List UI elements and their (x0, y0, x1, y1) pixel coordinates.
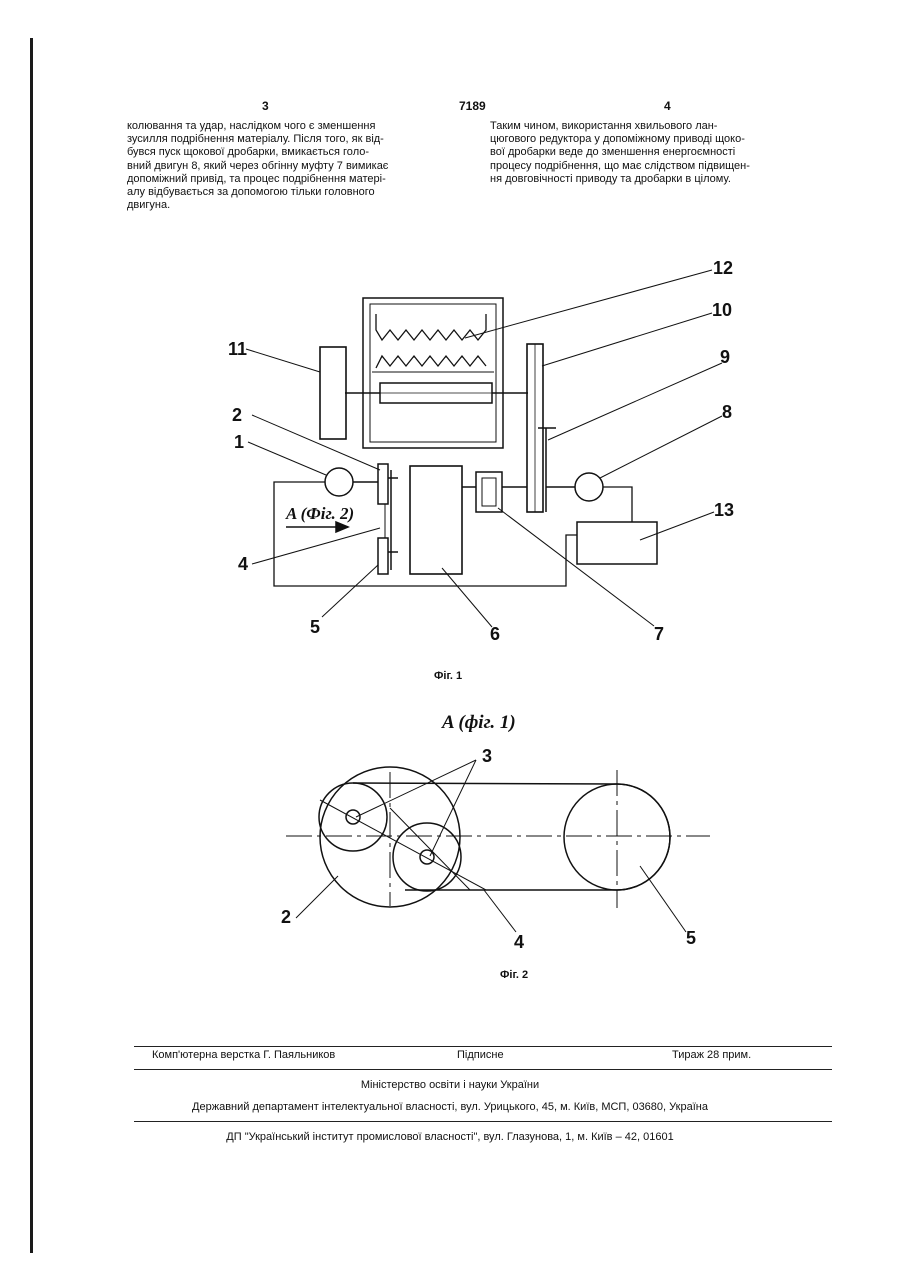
label-fig2-2: 2 (281, 907, 291, 927)
footer-rule-middle (134, 1069, 832, 1070)
view-arrow (336, 522, 348, 532)
label-1: 1 (234, 432, 244, 452)
footer-layout: Комп'ютерна верстка Г. Паяльников (152, 1049, 335, 1061)
jaw-plate-top (376, 314, 486, 340)
label-fig2-5: 5 (686, 928, 696, 948)
crusher-housing (363, 298, 503, 448)
figure-2-title: A (фіг. 1) (442, 712, 516, 734)
wave-generator-1 (319, 783, 387, 851)
label-4: 4 (238, 554, 248, 574)
footer-circulation: Тираж 28 прим. (672, 1049, 751, 1061)
view-label-a: A (Фіг. 2) (285, 504, 354, 523)
footer-department: Державний департамент інтелектуальної вл… (0, 1101, 900, 1113)
label-6: 6 (490, 624, 500, 644)
footer-rule-bottom (134, 1121, 832, 1122)
label-10: 10 (712, 300, 732, 320)
label-11: 11 (228, 339, 247, 359)
control-unit (577, 522, 657, 564)
label-fig2-4: 4 (514, 932, 524, 952)
footer-institute: ДП "Український інститут промислової вла… (0, 1131, 900, 1143)
footer-signed: Підписне (457, 1049, 504, 1061)
label-2: 2 (232, 405, 242, 425)
footer-rule-top (134, 1046, 832, 1047)
label-9: 9 (720, 347, 730, 367)
technical-drawings: 11 2 1 4 5 6 7 8 9 10 12 13 3 2 4 5 A (Ф… (0, 0, 900, 1000)
figure-1-caption: Фіг. 1 (434, 670, 462, 682)
label-13: 13 (714, 500, 734, 520)
figure-1-drawing (246, 270, 722, 627)
figure-2-drawing (286, 760, 710, 932)
main-motor (575, 473, 603, 501)
sprocket-lower (378, 538, 388, 574)
label-fig2-3: 3 (482, 746, 492, 766)
wave-generator-2 (393, 823, 461, 891)
jaw-plate-bottom (376, 356, 486, 368)
crusher-housing-inner (370, 304, 496, 442)
label-12: 12 (713, 258, 733, 278)
label-5: 5 (310, 617, 320, 637)
auxiliary-motor (325, 468, 353, 496)
figure-2-caption: Фіг. 2 (500, 969, 528, 981)
label-8: 8 (722, 402, 732, 422)
chain-wave-reducer (410, 466, 462, 574)
label-7: 7 (654, 624, 664, 644)
footer-ministry: Міністерство освіти і науки України (0, 1079, 900, 1091)
flywheel (320, 347, 346, 439)
